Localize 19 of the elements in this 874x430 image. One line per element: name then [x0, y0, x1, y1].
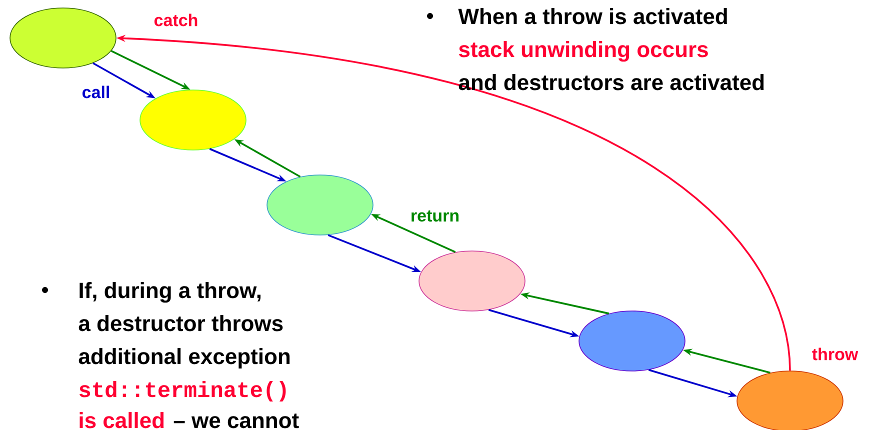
bullet-text: a destructor throws	[78, 315, 283, 332]
ellipse	[266, 174, 374, 236]
ellipse	[736, 370, 844, 430]
bullet-text: When a throw is activated	[458, 8, 727, 24]
side-label: catch	[154, 14, 198, 26]
bullet-text: additional exception	[78, 348, 290, 369]
bullet-text: – we cannot	[174, 414, 299, 428]
bullet-text: stack unwinding occurs	[458, 41, 708, 62]
ellipse	[140, 90, 246, 150]
ellipse	[418, 250, 526, 312]
edge-label: return	[409, 209, 461, 223]
code-text: std::terminate()	[80, 381, 286, 402]
ellipse	[10, 8, 116, 68]
bullet-text: If, during a throw,	[80, 282, 260, 303]
ellipse	[578, 310, 686, 372]
side-label: throw	[812, 348, 858, 360]
bullet-text: is called	[80, 412, 164, 428]
bullet-text: and destructors are activated	[458, 74, 764, 90]
edge-label: call	[80, 84, 112, 100]
